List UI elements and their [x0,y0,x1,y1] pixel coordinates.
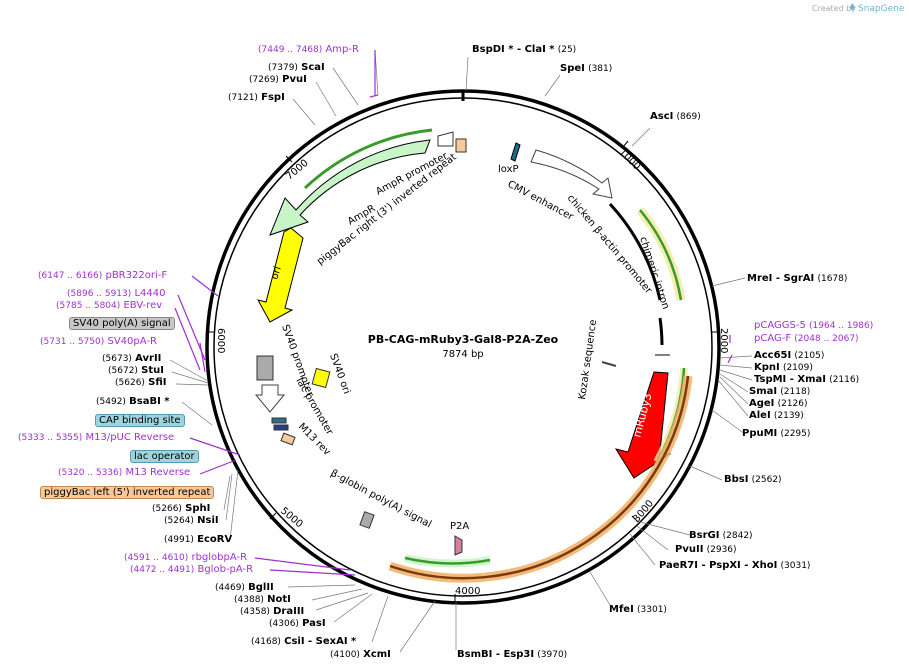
enzyme-kpni[interactable]: KpnI (2109) [754,362,813,373]
enzyme-mfei[interactable]: MfeI (3301) [609,604,667,615]
tick-6000: 6000 [215,328,226,353]
enzyme-pvui[interactable]: (7269) PvuI [249,74,307,85]
brand-name: SnapGene [858,4,905,14]
enzyme-bsmbi[interactable]: BsmBI - Esp3I (3970) [457,649,568,660]
plasmid-name: PB-CAG-mRuby3-Gal8-P2A-Zeo [368,333,559,346]
primer-m13-puc-reverse[interactable]: (5333 .. 5355) M13/pUC Reverse [18,432,175,443]
created-by-text: Created by [812,4,856,13]
promoter-dark-arc [608,202,662,301]
bglobin-box [359,511,375,529]
enzyme-csii[interactable]: (4168) CsiI - SexAI * [251,636,357,647]
enzyme-noti[interactable]: (4388) NotI [234,594,291,605]
chimeric-intron-band [639,209,683,301]
enzyme-bglii[interactable]: (4469) BglII [215,582,274,593]
enzyme-smai[interactable]: SmaI (2118) [749,386,811,397]
sv40-promoter-arrow [254,384,286,413]
ampr-green-band [303,128,433,190]
lac-operator-box [273,424,289,431]
primer-l4440[interactable]: (5896 .. 5913) L4440 [67,288,166,299]
primer-bglob-pa-r[interactable]: (4472 .. 4491) Bglob-pA-R [130,564,254,575]
enzyme-sphi[interactable]: (5266) SphI [152,503,211,514]
plasmid-length: 7874 bp [442,349,483,360]
enzyme-bbsi[interactable]: BbsI (2562) [724,474,782,485]
enzyme-asci[interactable]: AscI (869) [650,111,701,122]
enzyme-xcmi[interactable]: (4100) XcmI [330,649,391,660]
loxp-box [510,142,521,162]
enzyme-draiii[interactable]: (4358) DraIII [240,606,305,617]
sv40-ori-box [311,367,331,389]
primer-amp-r[interactable]: (7449 .. 7468) Amp-R [258,44,359,55]
cmv-enhancer-arrow [530,149,613,199]
enzyme-ppumi[interactable]: PpuMI (2295) [742,428,811,439]
enzyme-bsrgi[interactable]: BsrGI (2842) [689,530,753,541]
piggybac-left-box [280,432,296,446]
enzyme-tspmi[interactable]: TspMI - XmaI (2116) [754,374,860,385]
p2a-label: P2A [450,521,469,532]
ampr-arrow[interactable] [269,139,431,236]
enzyme-mrei[interactable]: MreI - SgrAI (1678) [747,273,848,284]
piggybac-right-box [455,138,467,153]
enzyme-bspdi[interactable]: BspDI * - ClaI * (25) [472,44,577,55]
enzyme-nsii[interactable]: (5264) NsiI [164,515,219,526]
enzyme-scai[interactable]: (7379) ScaI [268,62,325,73]
enzyme-sfii[interactable]: (5626) SfiI [115,377,167,388]
primer-rbglobpa-r[interactable]: (4591 .. 4610) rbglobpA-R [124,552,248,563]
tick-4000: 4000 [455,586,480,597]
enzyme-acc65i[interactable]: Acc65I (2105) [754,350,825,361]
boxed-lac-operator[interactable]: lac operator [130,450,199,463]
tick-2000: 2000 [718,328,729,353]
enzyme-avrii[interactable]: (5673) AvrII [102,353,162,364]
sv40-polya-box [256,355,274,381]
leader-lines [169,49,753,653]
primer-pcagf[interactable]: pCAG-F (2048 .. 2067) [754,333,859,344]
enzyme-agei[interactable]: AgeI (2126) [749,398,808,409]
enzyme-alei[interactable]: AleI (2139) [749,410,804,421]
primer-marks [174,50,733,576]
enzyme-pvuii[interactable]: PvuII (2936) [675,544,737,555]
boxed-cap-binding-site[interactable]: CAP binding site [95,414,185,427]
enzyme-spei[interactable]: SpeI (381) [560,63,613,74]
enzyme-stui[interactable]: (5672) StuI [108,365,164,376]
primer-m13-reverse[interactable]: (5320 .. 5336) M13 Reverse [58,467,191,478]
ori-arrow[interactable] [257,227,304,323]
enzyme-paer7i[interactable]: PaeR7I - PspXI - XhoI (3031) [659,560,811,571]
ampr-promoter-arrow [437,131,454,147]
primer-sv40pa-r[interactable]: (5731 .. 5750) SV40pA-R [40,336,157,347]
cap-site-box [271,417,287,424]
boxed-piggybac-left[interactable]: piggyBac left (5') inverted repeat [40,486,215,499]
boxed-sv40-polya[interactable]: SV40 poly(A) signal [69,317,175,330]
enzyme-ecorv[interactable]: (4991) EcoRV [164,534,233,545]
gal8-dark-band [389,375,690,580]
primer-pcaggs5[interactable]: pCAGGS-5 (1964 .. 1986) [754,320,874,331]
enzyme-pasi[interactable]: (4306) PasI [269,618,326,629]
primer-pbr322ori-f[interactable]: (6147 .. 6166) pBR322ori-F [38,270,168,281]
primer-ebv-rev[interactable]: (5785 .. 5804) EBV-rev [56,300,163,311]
snapgene-logo-icon [850,3,855,11]
enzyme-bsabi[interactable]: (5492) BsaBI * [96,396,170,407]
p2a-box [454,535,463,556]
enzyme-fspi[interactable]: (7121) FspI [228,92,285,103]
loxp-label: loxP [498,164,519,175]
ori-label: ori [269,265,283,281]
mruby3-arrow[interactable] [614,371,672,479]
p2a-green-band [404,556,491,565]
